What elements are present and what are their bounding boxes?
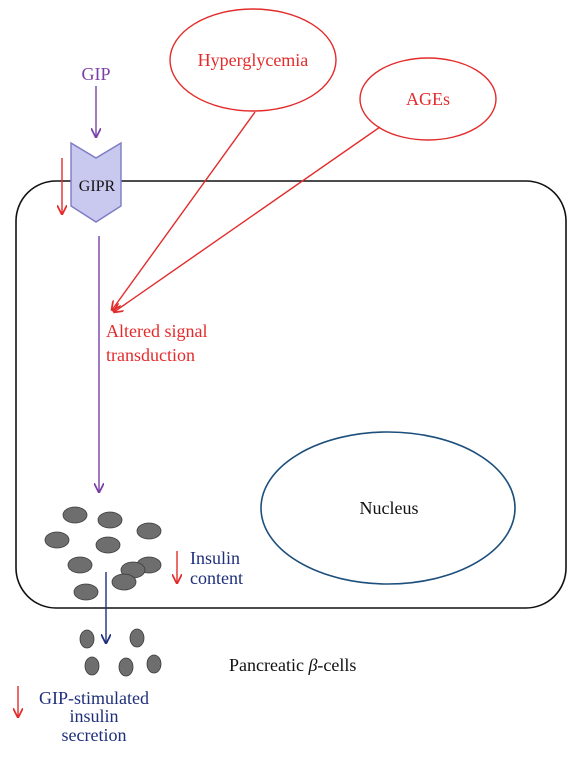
insulin-granule: [73, 583, 99, 601]
insulin-content-label-line1: Insulin: [190, 548, 240, 568]
secreted-granule: [129, 628, 145, 648]
nucleus-label: Nucleus: [360, 498, 419, 518]
beta-symbol: β: [307, 655, 317, 675]
insulin-granule: [67, 556, 93, 574]
gip-stimulated-label-line1: GIP-stimulated: [39, 688, 149, 708]
secreted-granule: [118, 657, 134, 677]
gipr-label: GIPR: [79, 178, 116, 195]
secreted-granule: [146, 654, 162, 674]
insulin-granule: [111, 573, 137, 591]
pancreatic-beta-cells-label: Pancreatic β-cells: [229, 655, 356, 675]
ages-label: AGEs: [406, 89, 450, 109]
insulin-granule: [62, 506, 88, 524]
insulin-granules-cluster: [44, 506, 162, 601]
secreted-granule: [79, 629, 95, 649]
insulin-granule: [44, 531, 70, 549]
hyperglycemia-to-signal-arrow: [112, 111, 256, 310]
insulin-granule: [95, 536, 121, 554]
hyperglycemia-oval: [169, 8, 337, 112]
gip-label: GIP: [81, 64, 110, 84]
cell-membrane: [15, 180, 567, 609]
secreted-granule: [84, 656, 100, 676]
nucleus-shape: [260, 431, 516, 585]
altered-signal-label-line2: transduction: [106, 345, 195, 365]
hyperglycemia-label: Hyperglycemia: [198, 50, 309, 70]
altered-signal-label-line1: Altered signal: [106, 321, 207, 341]
insulin-content-label-line2: content: [190, 568, 243, 588]
pancreatic-suffix: -cells: [317, 655, 356, 675]
pancreatic-prefix: Pancreatic: [229, 655, 308, 675]
ages-oval: [359, 57, 497, 141]
gip-stimulated-label-line3: secretion: [62, 725, 127, 745]
insulin-granule: [136, 522, 162, 540]
secreted-granules-cluster: [79, 628, 162, 677]
gip-stimulated-label-line2: insulin: [69, 706, 118, 726]
insulin-granule: [97, 511, 123, 529]
ages-to-signal-arrow: [114, 126, 381, 312]
gipr-receptor-shape: [70, 141, 122, 223]
